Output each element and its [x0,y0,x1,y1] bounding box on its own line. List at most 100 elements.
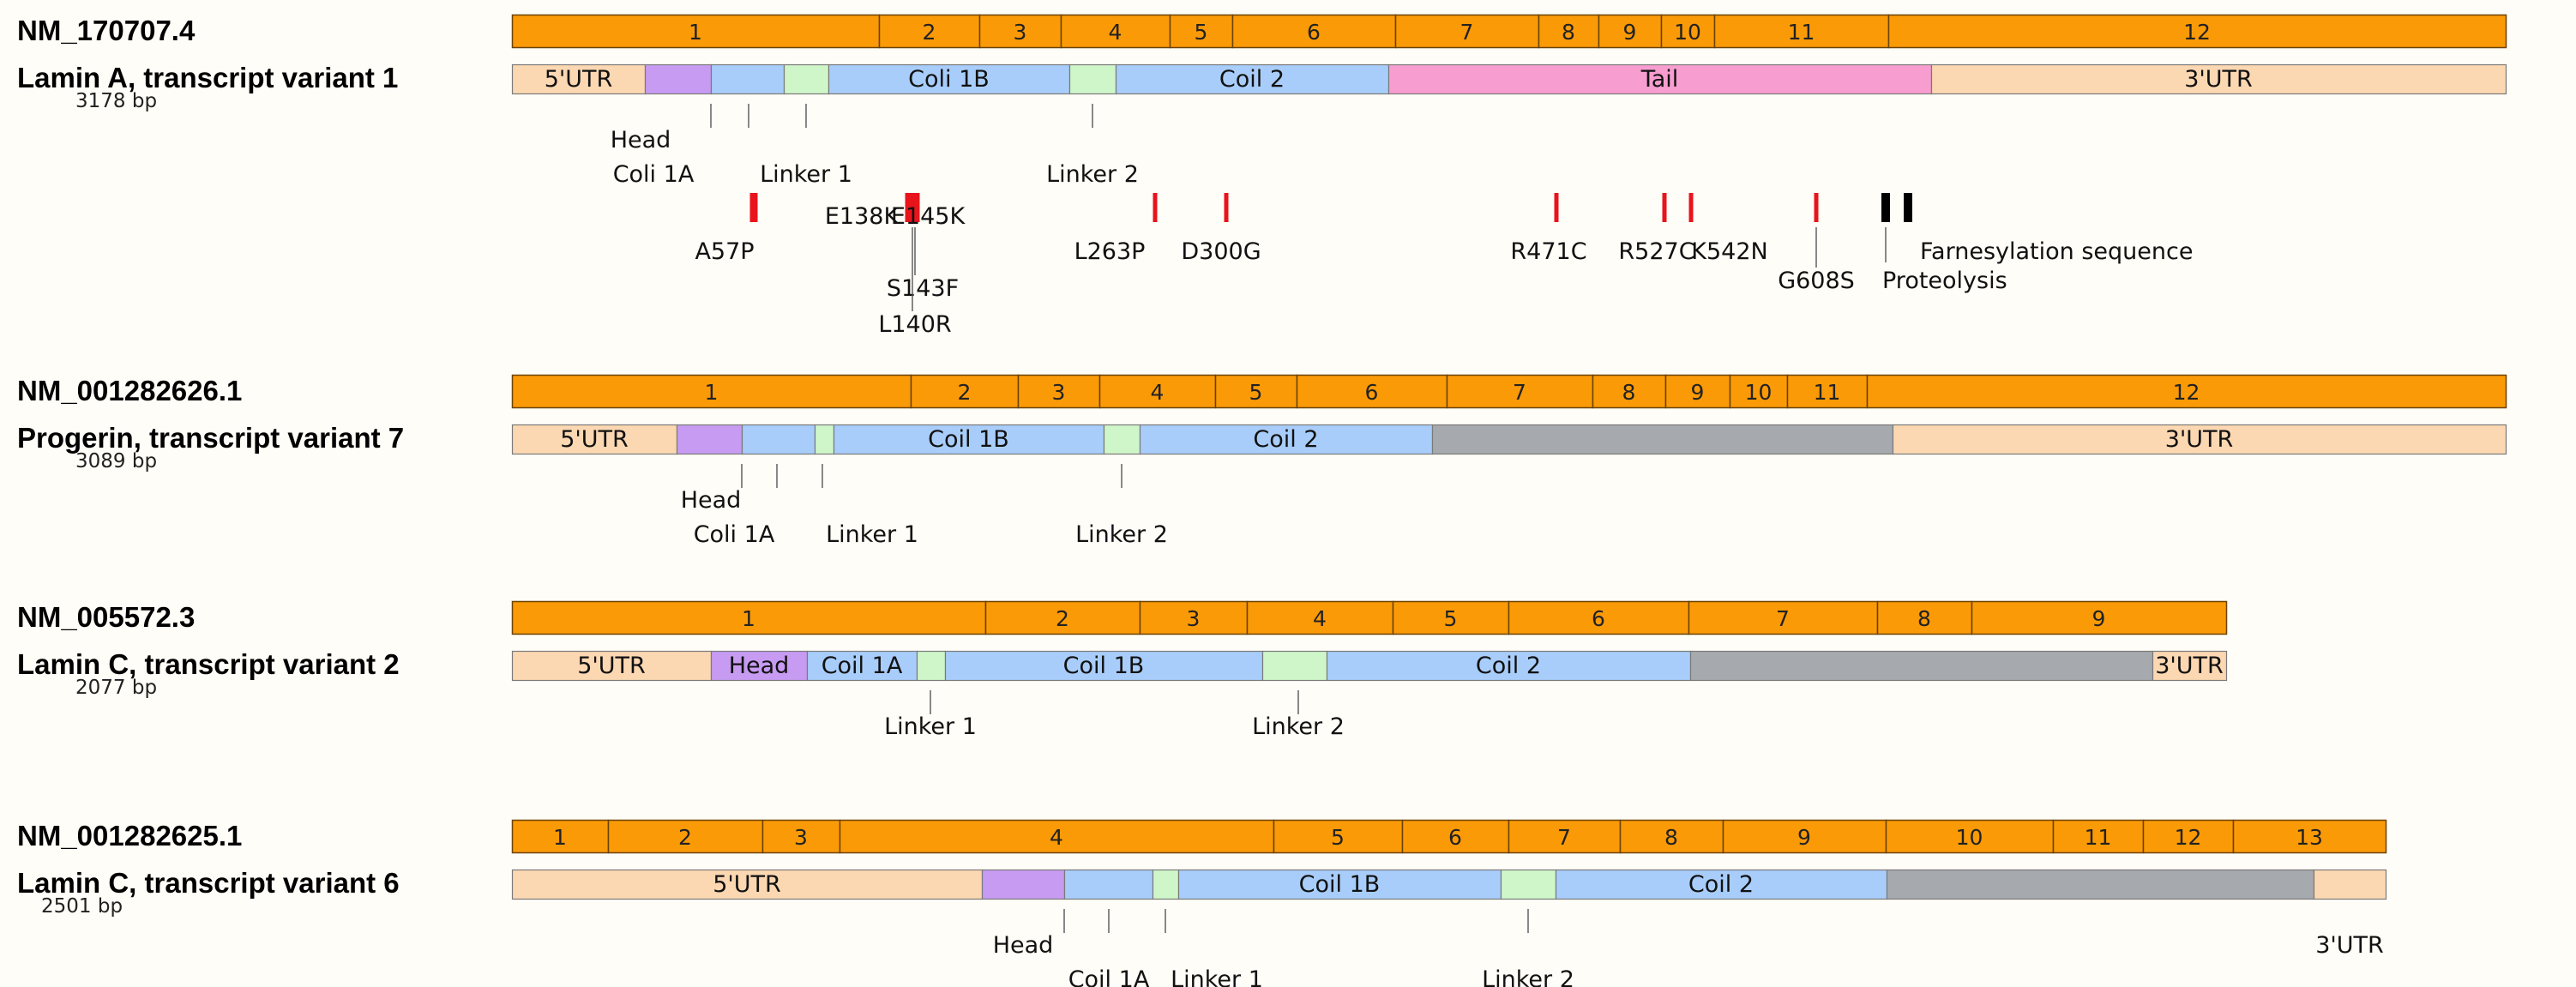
accession-label: NM_005572.3 [17,601,195,633]
exon-block [1139,600,1249,635]
exon-number: 1 [742,606,755,631]
mutation-label: R527C [1618,238,1694,265]
exon-number: 10 [1956,825,1983,850]
mutation-marker [1153,193,1158,222]
farnesylation-marker [1904,193,1912,222]
exon-number: 6 [1365,380,1379,405]
exon-block [1296,374,1448,409]
annotation-label: Coli 1A [694,521,775,548]
head-region [644,63,713,95]
exon-block [984,600,1141,635]
exon-block [1887,14,2507,49]
region-label: Coil 2 [1476,653,1541,679]
annotation-label: Head [681,487,742,514]
exon-number: 5 [1444,606,1458,631]
utr-region [1892,424,2507,455]
region-label: Coil 1B [1299,871,1381,898]
mutation-marker [905,193,920,222]
annotation-label: Linker 2 [1075,521,1168,548]
exon-number: 4 [1313,606,1327,631]
mutation-marker [1224,193,1229,222]
region-label: Coil 1B [928,426,1009,453]
coil-region [944,650,1264,682]
exon-number: 10 [1745,380,1773,405]
exon-number: 7 [1513,380,1526,405]
utr-region [511,63,647,95]
gray-region [1689,650,2154,682]
mutation-marker [1554,193,1559,222]
gray-region [1886,869,2315,900]
exon-block [1392,600,1510,635]
exon-number: 12 [2175,825,2202,850]
linker-region [1152,869,1180,900]
transcript-name: Lamin C, transcript variant 2 [17,648,400,680]
exon-block [607,819,764,854]
exon-block [1508,819,1622,854]
exon-number: 3 [794,825,808,850]
exon-number: 4 [1151,380,1165,405]
region-label: Head [729,653,790,679]
exon-number: 8 [1664,825,1678,850]
linker-region [1068,63,1117,95]
mutation-label: E138K [825,203,900,230]
exon-number: 7 [1557,825,1571,850]
region-label: 3'UTR [2165,426,2234,453]
exon-block [2142,819,2235,854]
region-label: Tail [1640,66,1679,93]
exon-block [1619,819,1724,854]
exon-number: 2 [923,20,936,45]
exon-number: 12 [2173,380,2200,405]
exon-block [1876,600,1973,635]
linker-region [1261,650,1328,682]
region-label: 3'UTR [2184,66,2253,93]
region-label: 5'UTR [545,66,613,93]
exon-number: 1 [705,380,719,405]
region-label: Coli 1B [908,66,990,93]
exon-block [978,14,1062,49]
exon-number: 9 [1691,380,1705,405]
coil-region [1326,650,1692,682]
exon-block [511,14,881,49]
mutation-marker [1688,193,1694,222]
annotation-label: Linker 2 [1482,966,1574,987]
mutation-label: S143F [887,275,959,302]
gray-region [1431,424,1894,455]
accession-label: NM_001282626.1 [17,375,242,406]
exon-block [878,14,981,49]
proteolysis-label: Proteolysis [1882,268,2007,294]
exon-number: 5 [1249,380,1263,405]
mutation-label: L263P [1074,238,1146,265]
exon-number: 7 [1776,606,1790,631]
exon-block [1446,374,1594,409]
exon-number: 2 [958,380,972,405]
annotation-label: Linker 1 [1171,966,1263,987]
coil-region [710,63,785,95]
coil-region [741,424,816,455]
utr-region [1930,63,2507,95]
annotation-label: Head [611,127,671,153]
annotation-label: 3'UTR [2315,932,2384,959]
head-region [676,424,743,455]
exon-block [1214,374,1298,409]
utr-region [2313,869,2387,900]
mutation-label: E145K [891,203,966,230]
transcript-name: Lamin C, transcript variant 6 [17,867,400,899]
exon-number: 10 [1674,20,1701,45]
exon-block [511,374,912,409]
farnesylation-marker [1881,193,1890,222]
exon-number: 6 [1307,20,1321,45]
exon-number: 2 [678,825,692,850]
transcript-name: Lamin A, transcript variant 1 [17,62,398,93]
region-label: 3'UTR [2155,653,2224,679]
